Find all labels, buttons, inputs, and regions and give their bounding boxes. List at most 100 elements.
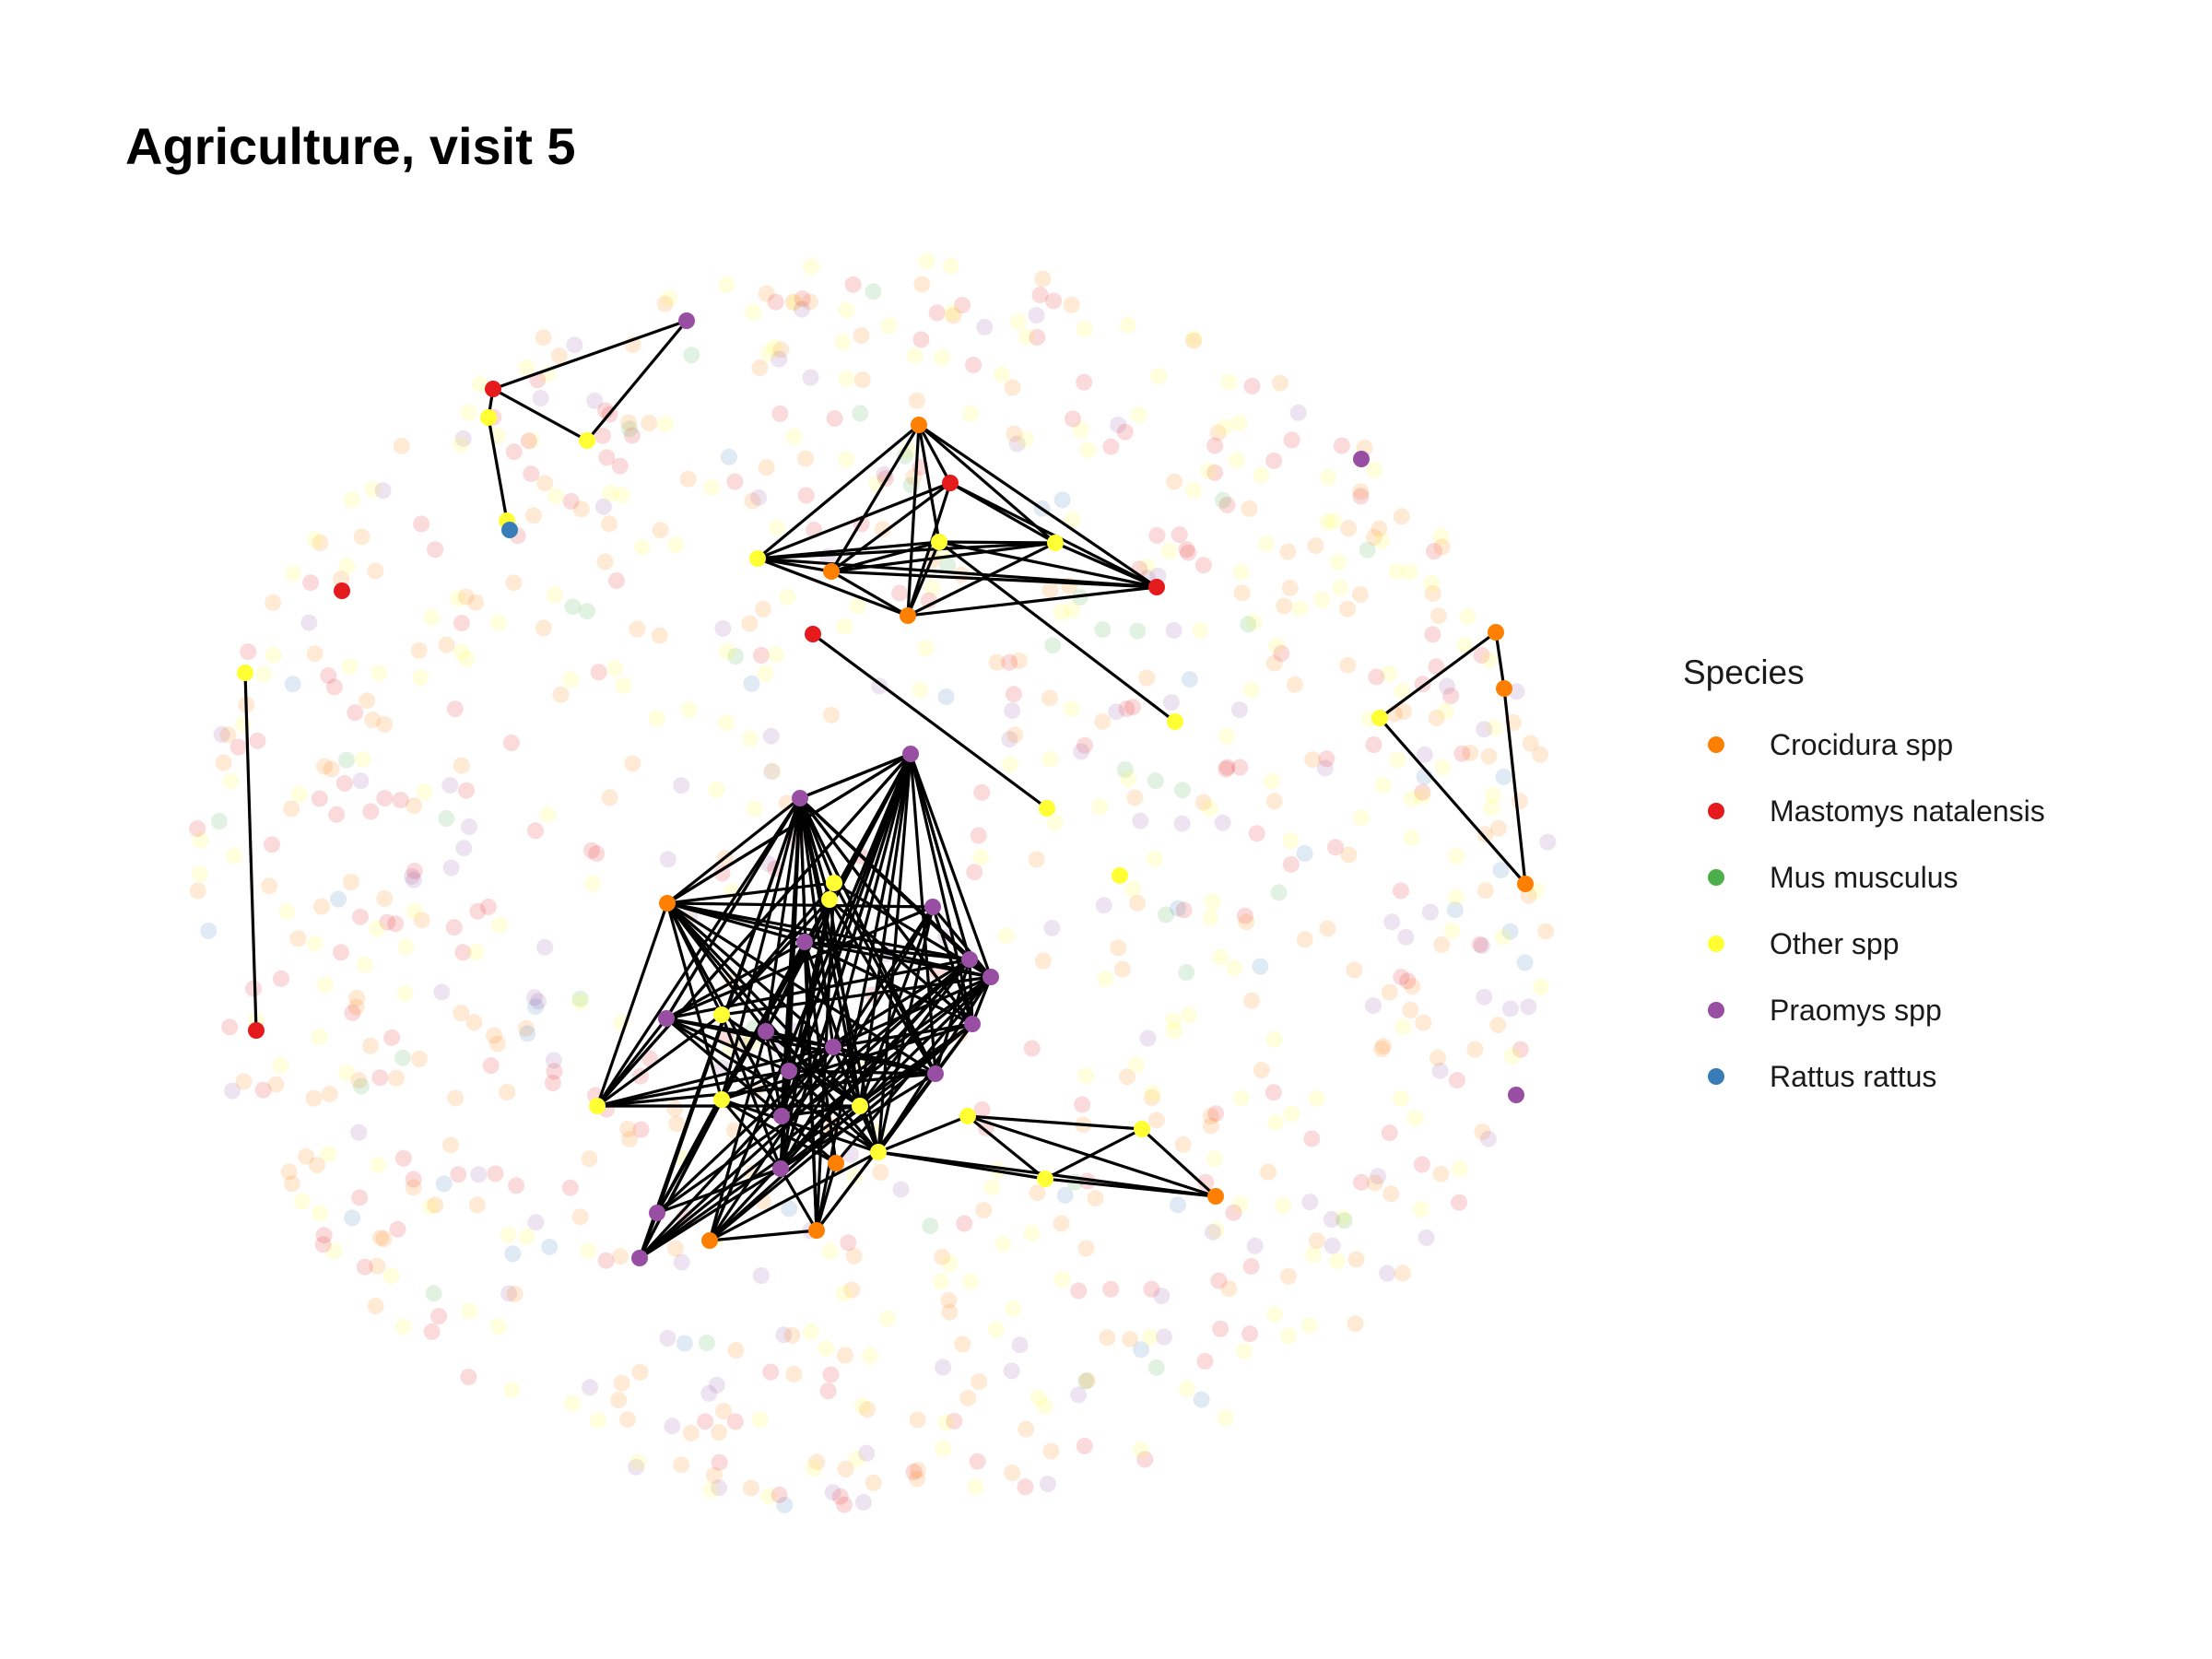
background-node (1204, 893, 1221, 911)
background-node (621, 420, 639, 438)
background-node (1136, 1451, 1154, 1468)
background-node (1005, 686, 1022, 703)
background-node (564, 598, 582, 616)
legend-key-other (1708, 935, 1724, 952)
background-node (1414, 788, 1431, 806)
network-node (480, 409, 497, 426)
background-node (697, 1413, 714, 1430)
background-node (786, 294, 804, 312)
network-edge (1044, 1127, 1143, 1181)
background-node (383, 1029, 401, 1046)
background-node (332, 944, 349, 961)
background-node (1119, 1068, 1135, 1086)
network-node (678, 312, 695, 329)
background-node (367, 562, 384, 580)
network-edge (779, 1168, 818, 1231)
background-node (546, 1063, 563, 1080)
background-node (1307, 537, 1324, 555)
background-node (1462, 744, 1479, 761)
background-node (1501, 1000, 1519, 1018)
network-edge (596, 1013, 723, 1108)
background-node (705, 1466, 723, 1484)
background-node (371, 665, 388, 682)
background-node (836, 1496, 853, 1513)
background-node (571, 990, 589, 1007)
background-node (994, 1235, 1012, 1253)
background-node (840, 1234, 857, 1252)
network-edge (787, 1069, 880, 1154)
background-node (652, 522, 669, 539)
background-node (527, 1214, 545, 1231)
background-node (376, 790, 394, 807)
background-node (1283, 1105, 1300, 1123)
background-node (835, 1285, 853, 1302)
background-node (1522, 735, 1539, 752)
background-node (1008, 435, 1026, 453)
background-node (1078, 1372, 1096, 1389)
background-node (1480, 747, 1498, 765)
network-node (1037, 1171, 1053, 1187)
network-edge (781, 1104, 861, 1118)
background-node (1282, 855, 1300, 873)
network-node (579, 432, 595, 449)
background-node (584, 875, 602, 892)
background-node (499, 1084, 516, 1100)
legend-title: Species (1683, 653, 1805, 691)
background-node (321, 1086, 338, 1102)
background-node (1323, 1211, 1340, 1228)
background-node (942, 257, 959, 275)
background-node (972, 849, 990, 865)
background-node (794, 290, 811, 308)
background-node (1347, 1315, 1364, 1333)
network-node (825, 1039, 841, 1055)
background-node (1495, 769, 1512, 785)
network-edge (830, 481, 951, 573)
background-node (382, 1267, 400, 1285)
background-node (189, 882, 206, 900)
background-node (278, 903, 296, 920)
background-node (1202, 1108, 1219, 1124)
network-node (796, 934, 813, 950)
background-node (453, 1005, 470, 1022)
background-node (435, 1175, 453, 1193)
background-node (470, 1166, 488, 1183)
background-node (758, 459, 775, 477)
network-edge (798, 797, 974, 1025)
background-node (742, 730, 759, 747)
network-edge (798, 796, 993, 979)
background-node (423, 1323, 441, 1340)
background-node (306, 531, 324, 548)
background-node (461, 1302, 478, 1320)
network-node (900, 607, 916, 624)
background-node (344, 1004, 361, 1021)
network-edge (596, 1069, 790, 1108)
background-node (1437, 702, 1454, 720)
background-node (708, 1376, 725, 1394)
background-node (320, 666, 337, 684)
background-node (1113, 960, 1131, 978)
background-node (1011, 1336, 1029, 1354)
background-node (1076, 373, 1093, 391)
network-edge (665, 1017, 936, 1076)
background-node (973, 783, 991, 801)
background-node (505, 574, 523, 592)
network-edge (799, 752, 912, 800)
background-node (422, 1198, 440, 1216)
background-node (1193, 1391, 1210, 1408)
network-node (1207, 1188, 1224, 1205)
background-node (371, 1069, 389, 1087)
background-node (1537, 923, 1555, 940)
background-node (667, 1240, 684, 1257)
background-node (954, 1335, 971, 1353)
background-node (1236, 907, 1253, 924)
background-node (441, 777, 459, 794)
background-node (726, 1413, 744, 1430)
background-node (467, 944, 485, 961)
background-node (619, 1411, 636, 1429)
background-node (312, 535, 329, 552)
background-node (590, 1412, 607, 1430)
background-node (535, 329, 552, 347)
network-node (1353, 451, 1370, 467)
background-node (762, 1363, 780, 1381)
background-node (1303, 1130, 1321, 1147)
